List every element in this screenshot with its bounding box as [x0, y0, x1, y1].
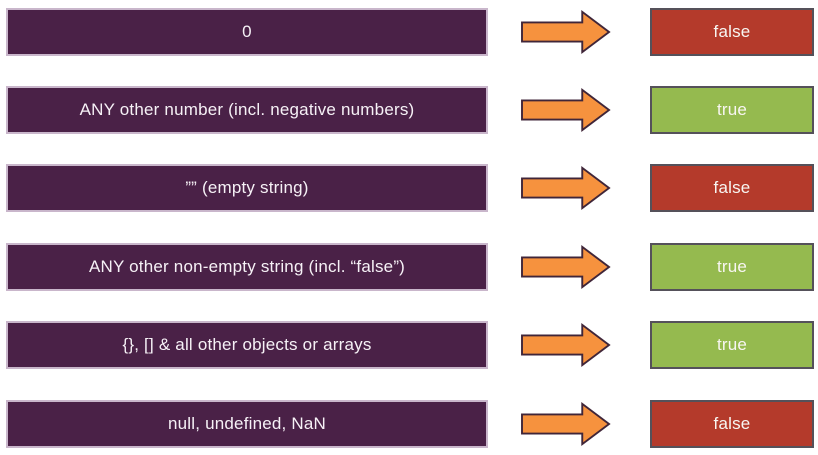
- diagram-row: ”” (empty string) false: [0, 164, 818, 212]
- arrow-right-icon: [521, 88, 611, 132]
- arrow-right-icon: [521, 323, 611, 367]
- result-box: true: [650, 86, 814, 134]
- result-box: false: [650, 164, 814, 212]
- expression-box: ANY other non-empty string (incl. “false…: [6, 243, 488, 291]
- result-box: false: [650, 400, 814, 448]
- diagram-row: {}, [] & all other objects or arrays tru…: [0, 321, 818, 369]
- result-label: true: [716, 100, 748, 119]
- expression-box: ANY other number (incl. negative numbers…: [6, 86, 488, 134]
- expression-label: null, undefined, NaN: [167, 414, 327, 433]
- result-box: true: [650, 321, 814, 369]
- arrow-right-icon: [521, 166, 611, 210]
- arrow-right-icon: [521, 402, 611, 446]
- diagram-row: null, undefined, NaN false: [0, 400, 818, 448]
- expression-label: ANY other number (incl. negative numbers…: [79, 100, 415, 119]
- result-label: false: [713, 414, 751, 433]
- expression-box: ”” (empty string): [6, 164, 488, 212]
- expression-label: ”” (empty string): [185, 178, 309, 197]
- expression-box: 0: [6, 8, 488, 56]
- result-label: false: [713, 22, 751, 41]
- diagram-row: ANY other number (incl. negative numbers…: [0, 86, 818, 134]
- result-box: false: [650, 8, 814, 56]
- expression-box: null, undefined, NaN: [6, 400, 488, 448]
- expression-label: {}, [] & all other objects or arrays: [122, 335, 372, 354]
- diagram-row: 0 false: [0, 8, 818, 56]
- expression-box: {}, [] & all other objects or arrays: [6, 321, 488, 369]
- arrow-right-icon: [521, 245, 611, 289]
- result-label: true: [716, 257, 748, 276]
- arrow-right-icon: [521, 10, 611, 54]
- diagram-row: ANY other non-empty string (incl. “false…: [0, 243, 818, 291]
- result-label: true: [716, 335, 748, 354]
- expression-label: ANY other non-empty string (incl. “false…: [88, 257, 406, 276]
- result-box: true: [650, 243, 814, 291]
- result-label: false: [713, 178, 751, 197]
- expression-label: 0: [242, 22, 252, 41]
